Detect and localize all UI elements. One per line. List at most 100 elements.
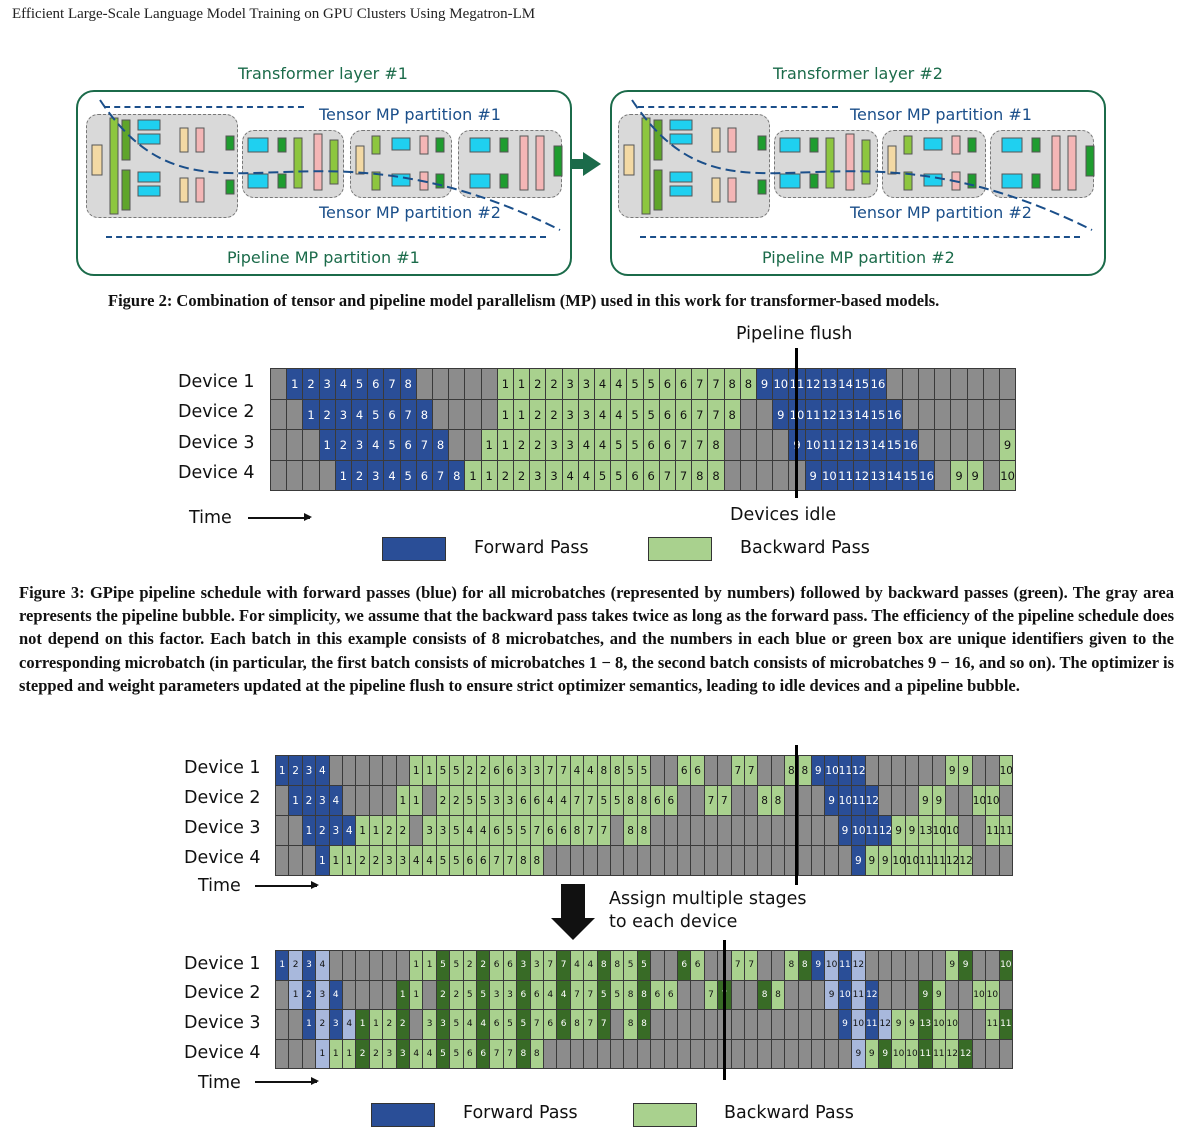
gpipe-cell — [432, 398, 450, 430]
interleaved-bottom-cell: 6 — [529, 979, 544, 1010]
interleaved-bottom-cell: 5 — [435, 1038, 451, 1069]
interleaved-top-cell — [690, 785, 705, 816]
interleaved-bottom-cell — [650, 950, 665, 981]
interleaved-bottom-cell: 4 — [342, 1009, 357, 1040]
gpipe-cell: 7 — [691, 398, 709, 430]
interleaved-top-cell: 2 — [315, 815, 330, 846]
interleaved-bottom-cell — [623, 1038, 638, 1069]
interleaved-bottom-cell: 1 — [328, 1038, 343, 1069]
interleaved-bottom-cell: 6 — [690, 950, 705, 981]
figure-2-caption: Figure 2: Combination of tensor and pipe… — [108, 291, 940, 310]
fig4-device-4-label: Device 4 — [184, 848, 261, 868]
gpipe-cell: 4 — [351, 398, 369, 430]
interleaved-top-cell: 8 — [623, 815, 638, 846]
gpipe-cell — [934, 398, 952, 430]
gpipe-cell — [885, 368, 903, 400]
interleaved-bottom-cell — [757, 950, 772, 981]
interleaved-bottom-cell — [409, 1009, 424, 1040]
interleaved-bottom-cell: 5 — [502, 1009, 518, 1040]
gpipe-cell: 2 — [545, 398, 563, 430]
interleaved-top-cell — [690, 815, 705, 846]
interleaved-top-cell — [636, 845, 652, 876]
interleaved-top-cell: 9 — [851, 845, 866, 876]
gpipe-cell — [480, 398, 498, 430]
interleaved-top-cell: 10 — [998, 755, 1013, 786]
interleaved-bottom-cell: 1 — [315, 1038, 330, 1069]
interleaved-top-cell: 4 — [556, 785, 571, 816]
gpipe-cell — [286, 459, 304, 491]
interleaved-top-cell: 7 — [583, 815, 598, 846]
interleaved-bottom-cell — [368, 979, 384, 1010]
gpipe-cell: 1 — [496, 398, 514, 430]
gpipe-cell: 1 — [480, 429, 498, 461]
interleaved-top-cell: 9 — [891, 815, 906, 846]
interleaved-top-cell: 11 — [864, 815, 879, 846]
interleaved-bottom-cell — [288, 1038, 303, 1069]
interleaved-bottom-cell: 9 — [864, 1038, 879, 1069]
gpipe-cell — [270, 429, 288, 461]
interleaved-top-cell: 3 — [489, 785, 504, 816]
interleaved-top-cell: 6 — [650, 785, 665, 816]
interleaved-bottom-cell: 11 — [931, 1038, 946, 1069]
interleaved-top-cell: 1 — [409, 755, 424, 786]
gpipe-cell — [966, 429, 984, 461]
fig3-time-label: Time — [189, 508, 232, 528]
interleaved-top-cell: 12 — [851, 755, 866, 786]
gpipe-cell: 4 — [334, 368, 352, 400]
interleaved-top-cell: 5 — [636, 755, 652, 786]
interleaved-top-cell: 8 — [516, 845, 531, 876]
gpipe-cell — [950, 398, 968, 430]
interleaved-top-cell: 2 — [435, 785, 451, 816]
interleaved-bottom-cell: 9 — [837, 1009, 853, 1040]
interleaved-bottom-cell: 7 — [703, 979, 719, 1010]
interleaved-bottom-cell: 2 — [301, 979, 317, 1010]
interleaved-bottom-cell: 2 — [355, 1038, 370, 1069]
interleaved-top-cell — [650, 845, 665, 876]
interleaved-top-cell: 13 — [918, 815, 933, 846]
interleaved-top-cell — [569, 845, 585, 876]
interleaved-bottom-cell: 3 — [301, 950, 317, 981]
interleaved-bottom-cell — [971, 950, 987, 981]
gpipe-cell: 5 — [610, 459, 628, 491]
interleaved-bottom-cell: 13 — [918, 1009, 933, 1040]
gpipe-cell: 13 — [820, 368, 838, 400]
interleaved-top-cell: 12 — [945, 845, 960, 876]
gpipe-cell: 10 — [820, 459, 838, 491]
interleaved-top-cell: 8 — [757, 785, 772, 816]
interleaved-top-cell: 6 — [476, 845, 491, 876]
gpipe-cell: 14 — [853, 398, 871, 430]
gpipe-cell: 16 — [885, 398, 903, 430]
interleaved-bottom-cell: 2 — [435, 979, 451, 1010]
gpipe-cell: 3 — [529, 459, 547, 491]
interleaved-bottom-cell: 7 — [744, 950, 759, 981]
interleaved-bottom-cell: 3 — [315, 979, 330, 1010]
interleaved-top-cell: 7 — [529, 815, 544, 846]
fig3-device-2-label: Device 2 — [178, 402, 255, 422]
interleaved-bottom-cell: 8 — [757, 979, 772, 1010]
interleaved-top-cell: 8 — [610, 755, 625, 786]
tensor-partition-2-label-a: Tensor MP partition #2 — [319, 203, 501, 222]
interleaved-bottom-cell — [636, 1038, 652, 1069]
gpipe-cell: 4 — [577, 429, 595, 461]
interleaved-bottom-cell: 3 — [529, 950, 544, 981]
gpipe-cell: 1 — [480, 459, 498, 491]
interleaved-top-cell: 9 — [837, 815, 853, 846]
gpipe-cell: 9 — [804, 459, 822, 491]
gpipe-cell: 6 — [642, 459, 660, 491]
interleaved-bottom-cell — [596, 1038, 611, 1069]
interleaved-bottom-cell: 4 — [556, 979, 571, 1010]
interleaved-bottom-cell: 9 — [958, 950, 973, 981]
interleaved-top-cell: 10 — [851, 815, 866, 846]
interleaved-top-cell: 1 — [342, 845, 357, 876]
interleaved-top-cell: 11 — [998, 815, 1013, 846]
gpipe-cell: 13 — [853, 429, 871, 461]
interleaved-bottom-cell: 7 — [583, 1009, 598, 1040]
gpipe-cell: 7 — [415, 429, 433, 461]
interleaved-top-cell: 9 — [878, 845, 893, 876]
interleaved-bottom-cell: 2 — [395, 1009, 410, 1040]
gpipe-cell: 12 — [853, 459, 871, 491]
interleaved-bottom-cell: 11 — [837, 950, 853, 981]
gpipe-cell: 3 — [561, 429, 579, 461]
fig4-device-2-label: Device 2 — [184, 788, 261, 808]
interleaved-bottom-cell: 9 — [918, 979, 933, 1010]
